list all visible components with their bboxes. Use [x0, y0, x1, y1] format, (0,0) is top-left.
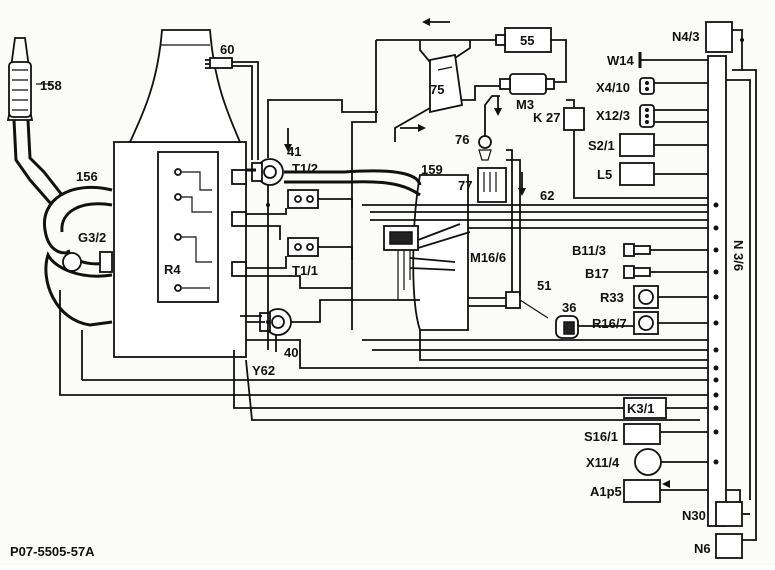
motor-m3: [499, 73, 555, 95]
label-g3-2: G3/2: [78, 230, 106, 245]
label-l5: L5: [597, 167, 612, 182]
x12-3-connector: [639, 104, 655, 128]
label-n3-6: N 3/6: [731, 240, 746, 271]
a1p5-indicator: [623, 479, 661, 503]
label-x12-3: X12/3: [596, 108, 630, 123]
air-pump-159: [383, 174, 469, 331]
valve-41: [251, 158, 284, 186]
n4-3-module: [705, 21, 744, 71]
control-unit-n3-6: [707, 55, 727, 527]
label-b11-3: B11/3: [572, 243, 606, 258]
n30-module: [715, 501, 743, 527]
label-r33: R33: [600, 290, 624, 305]
label-55: 55: [520, 33, 534, 48]
label-n30: N30: [682, 508, 706, 523]
label-x11-4: X11/4: [586, 455, 620, 470]
x11-4-socket: [634, 448, 662, 476]
label-a1p5: A1p5: [590, 484, 622, 499]
label-158: 158: [40, 78, 62, 93]
engine-block: [113, 29, 247, 358]
component-76: [478, 135, 492, 161]
figure-id: P07-5505-57A: [10, 544, 95, 559]
label-36: 36: [562, 300, 576, 315]
component-51: [505, 291, 549, 319]
l5-sensor: [619, 162, 655, 186]
label-51: 51: [537, 278, 551, 293]
thermo-valve-t1-2: [287, 189, 319, 209]
label-k27: K 27: [533, 110, 560, 125]
s16-1-switch: [623, 423, 661, 445]
exhaust-manifold-156: [42, 185, 113, 327]
r16-7-resistor: [633, 311, 659, 335]
w14-ground: [638, 52, 708, 68]
component-36: [555, 315, 579, 339]
label-r16-7: R16/7: [592, 316, 627, 331]
label-r4: R4: [164, 262, 181, 277]
label-k3-1: K3/1: [627, 401, 654, 416]
label-s2-1: S2/1: [588, 138, 615, 153]
label-t1-1: T1/1: [292, 263, 318, 278]
label-40: 40: [284, 345, 298, 360]
label-156: 156: [76, 169, 98, 184]
label-s16-1: S16/1: [584, 429, 618, 444]
catalytic-converter-158: [6, 37, 64, 206]
thermo-valve-t1-1: [287, 237, 319, 257]
s2-1-switch: [619, 133, 655, 157]
n6-module: [715, 533, 743, 559]
component-77: [477, 167, 507, 203]
label-77: 77: [458, 178, 472, 193]
text-labels: 158 156 60 41 T1/2 G3/2 R4 T1/1 40 Y62 1…: [10, 29, 746, 559]
label-41: 41: [287, 144, 301, 159]
label-75: 75: [430, 82, 444, 97]
x4-10-connector: [639, 77, 655, 95]
label-t1-2: T1/2: [292, 161, 318, 176]
label-x4-10: X4/10: [596, 80, 630, 95]
label-b17: B17: [585, 266, 609, 281]
label-m3: M3: [516, 97, 534, 112]
label-159: 159: [421, 162, 443, 177]
label-y62: Y62: [252, 363, 275, 378]
label-m16-6: M16/6: [470, 250, 506, 265]
b11-3-sensor: [623, 243, 651, 257]
connector-60: [205, 57, 233, 69]
r33-resistor: [633, 285, 659, 309]
label-n4-3: N4/3: [672, 29, 699, 44]
component-75: [429, 53, 464, 114]
label-n6: N6: [694, 541, 711, 556]
label-76: 76: [455, 132, 469, 147]
label-w14: W14: [607, 53, 635, 68]
junction-dots: [266, 202, 719, 465]
relay-k27: [563, 107, 585, 131]
wiring-harness: [59, 39, 757, 541]
label-60: 60: [220, 42, 234, 57]
flow-arrows: [284, 18, 670, 488]
b17-sensor: [623, 265, 651, 279]
label-62: 62: [540, 188, 554, 203]
